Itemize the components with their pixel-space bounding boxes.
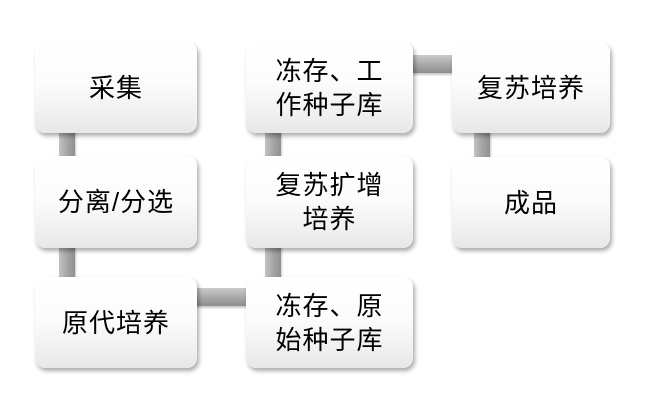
node-thaw-culture-label: 复苏培养 (476, 72, 585, 103)
node-cryo-working-seed-bank-label: 冻存、工 作种子库 (275, 55, 384, 120)
node-cryo-original-seed-bank: 冻存、原 始种子库 (246, 277, 413, 368)
node-finished-product-label: 成品 (503, 187, 558, 218)
node-cryo-original-seed-bank-label: 冻存、原 始种子库 (275, 290, 384, 355)
connector-primary-to-cryo-original (190, 288, 254, 306)
connector-separate-to-primary (59, 241, 75, 285)
connector-cryo-working-to-thaw-culture (406, 55, 459, 73)
node-primary-culture: 原代培养 (35, 277, 197, 368)
connector-thaw-culture-to-finished (474, 126, 490, 166)
node-thaw-expansion-culture-label: 复苏扩增 培养 (275, 170, 384, 234)
node-collect-label: 采集 (88, 72, 143, 103)
node-primary-culture-label: 原代培养 (61, 307, 170, 338)
node-finished-product: 成品 (452, 157, 610, 248)
node-separate-sort: 分离/分选 (35, 156, 197, 248)
node-cryo-working-seed-bank: 冻存、工 作种子库 (246, 42, 413, 133)
node-separate-sort-label: 分离/分选 (57, 187, 175, 217)
node-thaw-culture: 复苏培养 (452, 42, 610, 133)
node-thaw-expansion-culture: 复苏扩增 培养 (246, 156, 413, 248)
connector-cryo-original-to-thaw-expansion (265, 241, 281, 285)
node-collect: 采集 (35, 42, 197, 133)
